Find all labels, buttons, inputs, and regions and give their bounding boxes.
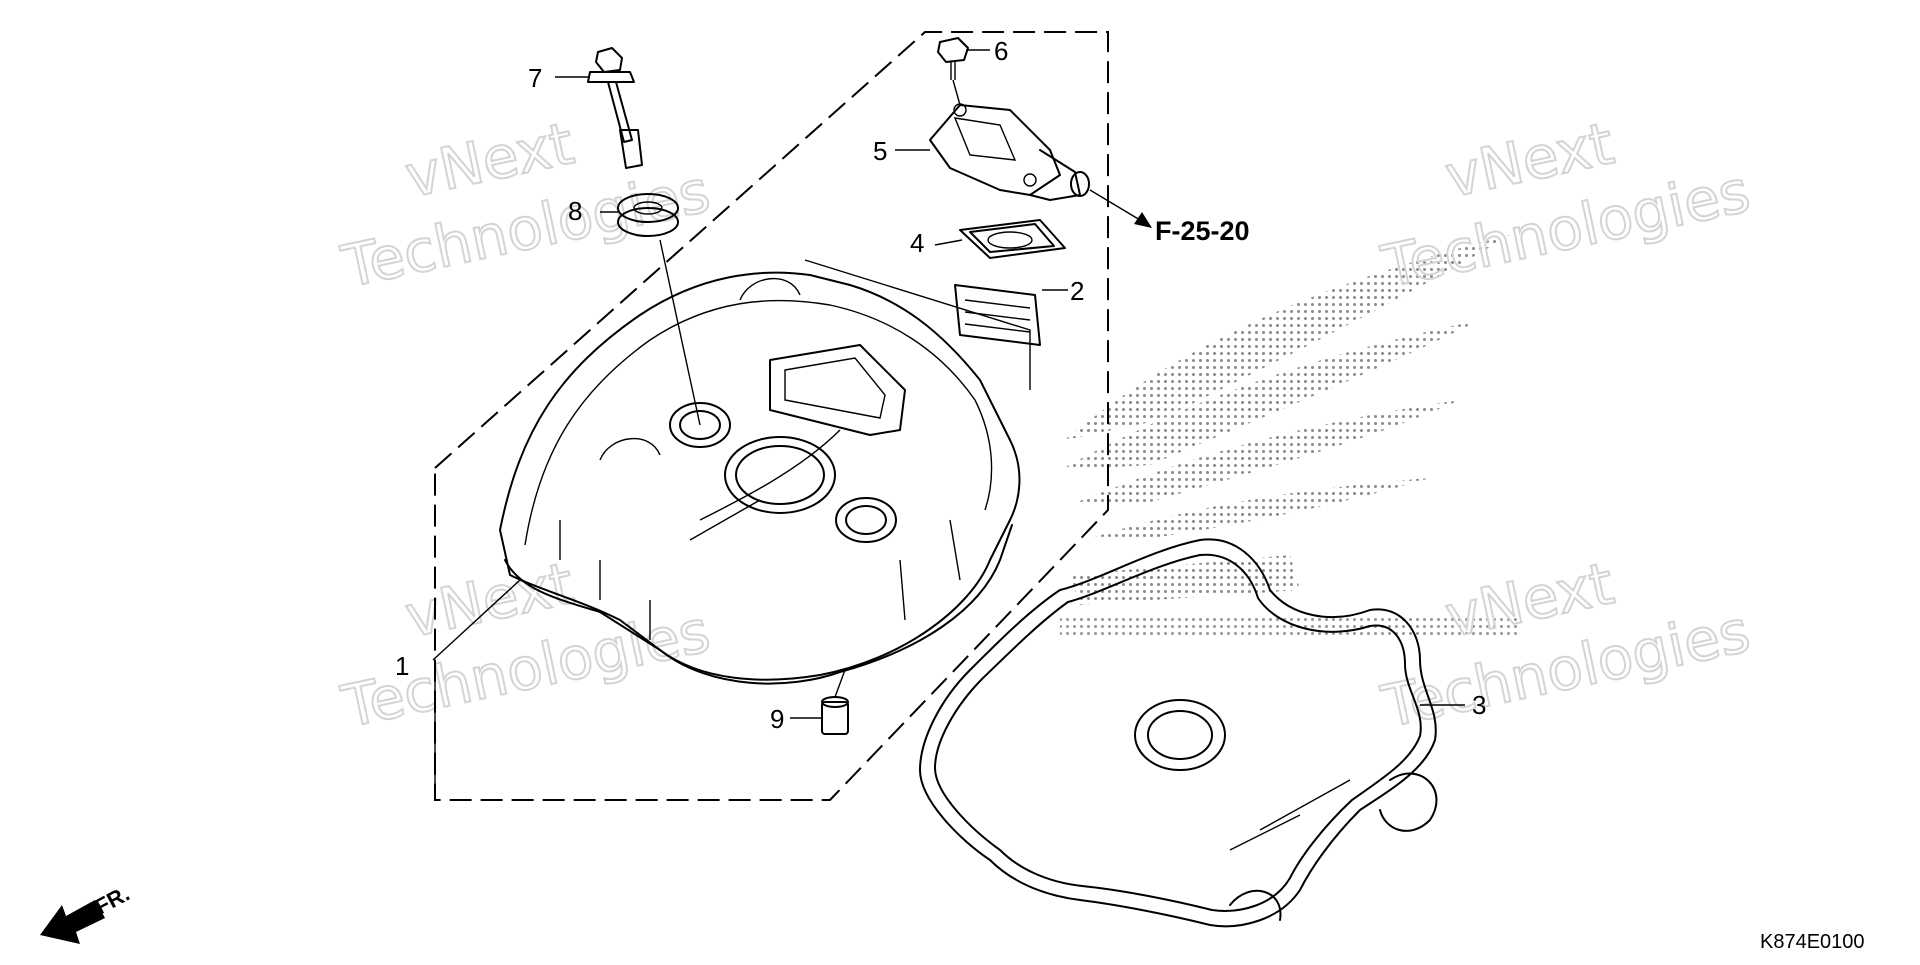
- diagram-code: K874E0100: [1760, 931, 1865, 953]
- callout-8: 8: [568, 196, 582, 226]
- breather-bolt: [937, 37, 990, 106]
- dowel-pin: [790, 669, 849, 735]
- honda-wing-logo: [1060, 235, 1520, 635]
- callout-1: 1: [395, 651, 409, 681]
- callout-5: 5: [873, 136, 887, 166]
- breather-housing: [895, 103, 1090, 201]
- callout-4: 4: [910, 228, 924, 258]
- stud-bolt: [555, 47, 643, 169]
- watermark-top-left: vNext Technologies: [335, 108, 717, 302]
- callout-2: 2: [1070, 276, 1084, 306]
- breather-gasket: [934, 219, 1066, 259]
- sealing-washer: [600, 193, 701, 426]
- reference-label: F-25-20: [1155, 216, 1250, 246]
- front-direction-arrow: FR.: [40, 881, 134, 944]
- callout-9: 9: [770, 704, 784, 734]
- watermark-bottom-left: vNext Technologies: [335, 548, 717, 742]
- head-cover-gasket: [919, 538, 1465, 928]
- reference-arrow: [1089, 189, 1152, 228]
- callout-3: 3: [1472, 690, 1486, 720]
- watermark-top-right: vNext Technologies: [1375, 108, 1757, 302]
- cylinder-head-cover: [499, 271, 1021, 685]
- callout-6: 6: [994, 36, 1008, 66]
- callout-7: 7: [528, 63, 542, 93]
- breather-plate: [804, 259, 1068, 390]
